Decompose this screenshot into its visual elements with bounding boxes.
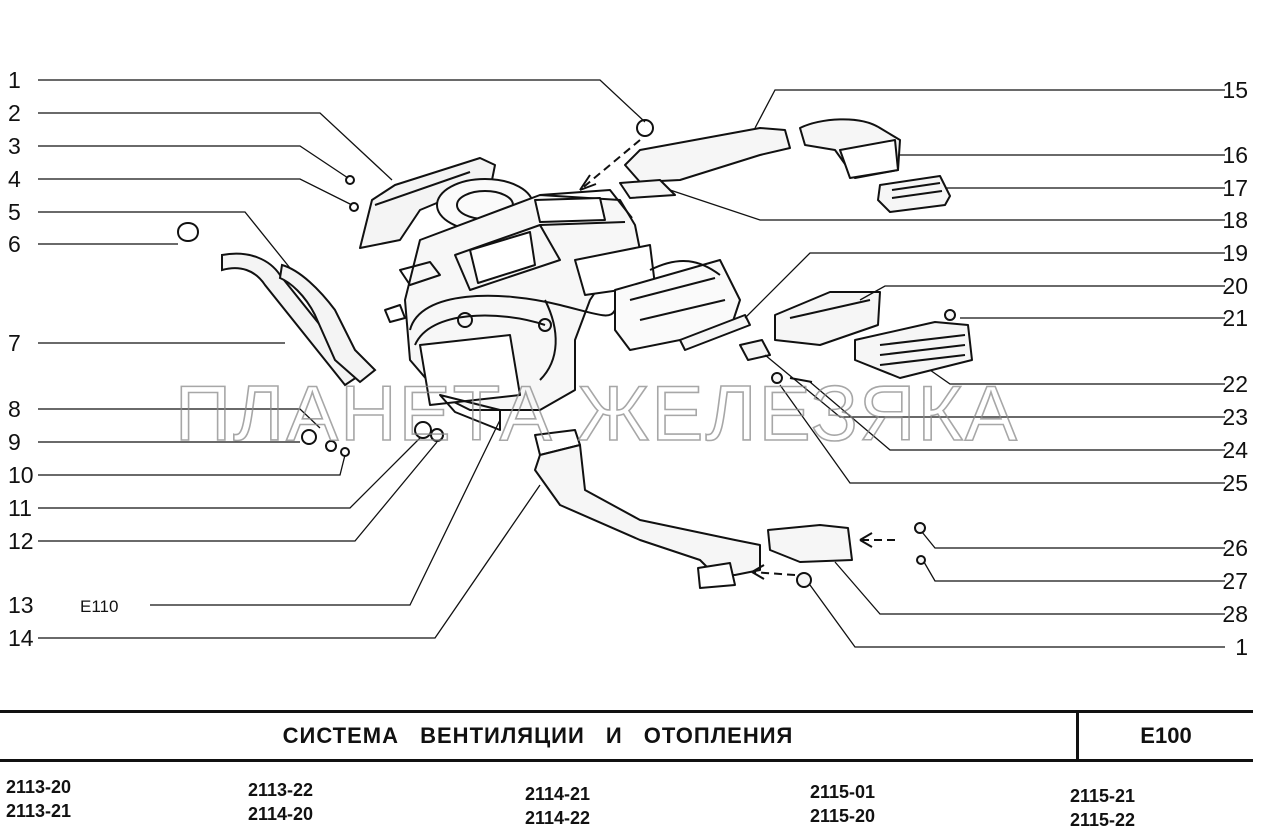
heater-unit-drawing xyxy=(359,157,741,431)
callout-number: 12 xyxy=(8,528,34,554)
callout-number: 27 xyxy=(1222,568,1248,594)
callouts-right: 15 16 17 18 19 20 21 22 23 24 25 26 27 2… xyxy=(1222,77,1248,660)
leader-lines xyxy=(38,79,1225,648)
model-code: 2113-20 xyxy=(6,777,72,797)
variant-label: E110 xyxy=(80,597,118,616)
callout-number: 28 xyxy=(1222,601,1248,627)
model-code: 2115-20 xyxy=(810,806,876,826)
title-block: СИСТЕМА ВЕНТИЛЯЦИИ И ОТОПЛЕНИЯ E100 xyxy=(0,710,1253,762)
callout-number: 10 xyxy=(8,462,34,488)
callout-number: 6 xyxy=(8,231,21,257)
callouts-left: 1 2 3 4 5 6 7 8 9 10 11 12 13 14 E110 xyxy=(8,67,118,651)
callout-number: 16 xyxy=(1222,142,1248,168)
callout-number: 25 xyxy=(1222,470,1248,496)
model-column: 2114-21 2114-22 xyxy=(525,782,590,830)
model-column: 2113-20 2113-21 xyxy=(6,775,71,823)
callout-number: 11 xyxy=(8,495,32,521)
model-code: 2113-21 xyxy=(6,801,72,821)
diagram-code: E100 xyxy=(1140,723,1192,748)
callout-number: 8 xyxy=(8,396,21,422)
watermark: ПЛАНЕТА ЖЕЛЕЗЯКА xyxy=(175,369,1019,457)
model-code: 2114-21 xyxy=(525,784,591,804)
parts-diagram: 1 2 3 4 5 6 7 8 9 10 11 12 13 14 E110 15… xyxy=(8,67,1248,660)
diagram-title: СИСТЕМА ВЕНТИЛЯЦИИ И ОТОПЛЕНИЯ xyxy=(0,713,1079,759)
callout-number: 4 xyxy=(8,166,21,192)
model-code: 2115-01 xyxy=(810,782,876,802)
model-column: 2115-01 2115-20 xyxy=(810,780,875,828)
callout-number: 15 xyxy=(1222,77,1248,103)
model-code: 2114-22 xyxy=(525,808,591,828)
model-code: 2115-22 xyxy=(1070,810,1136,830)
callout-number: 20 xyxy=(1222,273,1248,299)
callout-number: 21 xyxy=(1222,305,1248,331)
fasteners-drawing xyxy=(176,119,654,457)
callout-number: 5 xyxy=(8,199,21,225)
applicable-models: 2113-20 2113-21 2113-22 2114-20 2114-21 … xyxy=(0,770,1263,835)
callout-number: 3 xyxy=(8,133,21,159)
callout-number: 22 xyxy=(1222,371,1248,397)
callout-number: 26 xyxy=(1222,535,1248,561)
callout-number: 14 xyxy=(8,625,34,651)
callout-number: 2 xyxy=(8,100,21,126)
callout-number: 1 xyxy=(1235,634,1248,660)
assembly-arrows xyxy=(579,139,895,580)
model-column: 2115-21 2115-22 xyxy=(1070,784,1135,832)
model-code: 2114-20 xyxy=(248,804,314,824)
callout-number: 19 xyxy=(1222,240,1248,266)
model-code: 2115-21 xyxy=(1070,786,1136,806)
callout-number: 7 xyxy=(8,330,21,356)
model-code: 2113-22 xyxy=(248,780,314,800)
callout-number: 18 xyxy=(1222,207,1248,233)
callout-number: 9 xyxy=(8,429,21,455)
callout-number: 1 xyxy=(8,67,21,93)
floor-duct-drawing xyxy=(534,429,926,589)
air-intake-duct-drawing xyxy=(619,118,951,213)
callout-number: 24 xyxy=(1222,437,1248,463)
callout-number: 13 xyxy=(8,592,34,618)
model-column: 2113-22 2114-20 xyxy=(248,778,313,826)
control-parts-drawing xyxy=(679,291,973,384)
callout-number: 17 xyxy=(1222,175,1248,201)
callout-number: 23 xyxy=(1222,404,1248,430)
